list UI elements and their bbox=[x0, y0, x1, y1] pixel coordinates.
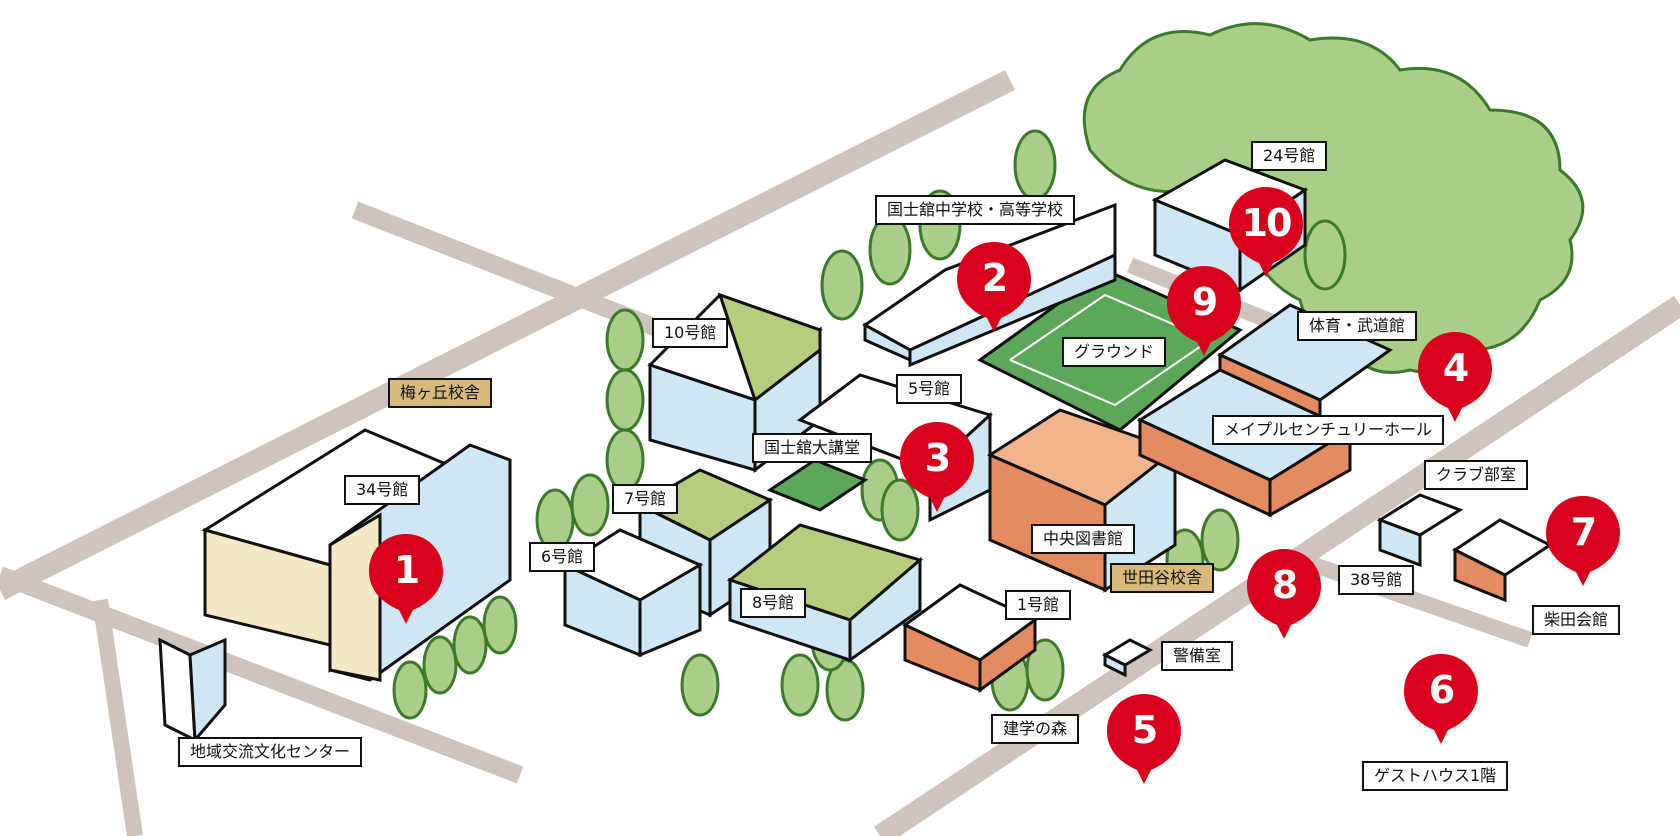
map-marker-3[interactable]: 3 bbox=[896, 418, 978, 514]
label-library: 中央図書館 bbox=[1031, 524, 1136, 554]
map-marker-10[interactable]: 10 bbox=[1225, 183, 1307, 279]
marker-number: 2 bbox=[981, 256, 1008, 300]
label-junior-high: 国士舘中学校・高等学校 bbox=[875, 195, 1076, 225]
trees bbox=[392, 129, 1347, 722]
label-auditorium: 国士舘大講堂 bbox=[752, 433, 873, 463]
marker-number: 9 bbox=[1191, 280, 1218, 324]
map-marker-7[interactable]: 7 bbox=[1542, 492, 1624, 588]
label-gym: 体育・武道館 bbox=[1297, 311, 1418, 341]
marker-number: 6 bbox=[1428, 668, 1455, 712]
label-building-5: 5号館 bbox=[896, 374, 963, 404]
label-building-6: 6号館 bbox=[529, 542, 596, 572]
marker-number: 10 bbox=[1241, 201, 1293, 245]
marker-number: 5 bbox=[1131, 708, 1158, 752]
road-left-cross bbox=[0, 566, 524, 784]
label-club-room: クラブ部室 bbox=[1424, 460, 1529, 490]
road-main-diagonal bbox=[0, 70, 1015, 600]
campus-label-umegaoka: 梅ヶ丘校舎 bbox=[388, 378, 493, 408]
marker-number: 4 bbox=[1442, 346, 1469, 390]
label-ground: グラウンド bbox=[1062, 337, 1167, 367]
label-community-center: 地域交流文化センター bbox=[178, 737, 363, 767]
label-building-1: 1号館 bbox=[1005, 590, 1072, 620]
label-guesthouse: ゲストハウス1階 bbox=[1362, 761, 1509, 791]
label-building-34: 34号館 bbox=[344, 475, 421, 505]
label-building-8: 8号館 bbox=[740, 588, 807, 618]
road-left-vertical bbox=[92, 598, 143, 836]
label-building-7: 7号館 bbox=[612, 484, 679, 514]
label-building-10: 10号館 bbox=[652, 318, 729, 348]
label-guard-room: 警備室 bbox=[1161, 641, 1234, 671]
map-marker-1[interactable]: 1 bbox=[365, 530, 447, 626]
campus-label-setagaya: 世田谷校舎 bbox=[1110, 563, 1215, 593]
marker-number: 3 bbox=[924, 436, 951, 480]
label-shibata-hall: 柴田会館 bbox=[1532, 605, 1621, 635]
road-upper-cross bbox=[351, 201, 704, 354]
label-founding-forest: 建学の森 bbox=[991, 714, 1080, 744]
marker-number: 1 bbox=[393, 548, 420, 592]
map-marker-8[interactable]: 8 bbox=[1243, 545, 1325, 641]
map-marker-4[interactable]: 4 bbox=[1414, 328, 1496, 424]
label-building-24: 24号館 bbox=[1251, 141, 1328, 171]
map-marker-6[interactable]: 6 bbox=[1400, 650, 1482, 746]
map-marker-2[interactable]: 2 bbox=[953, 238, 1035, 334]
label-building-38: 38号館 bbox=[1338, 565, 1415, 595]
label-maple-century-hall: メイプルセンチュリーホール bbox=[1212, 415, 1445, 445]
marker-number: 7 bbox=[1570, 510, 1597, 554]
marker-number: 8 bbox=[1271, 563, 1298, 607]
map-marker-9[interactable]: 9 bbox=[1163, 262, 1245, 358]
map-marker-5[interactable]: 5 bbox=[1103, 690, 1185, 786]
